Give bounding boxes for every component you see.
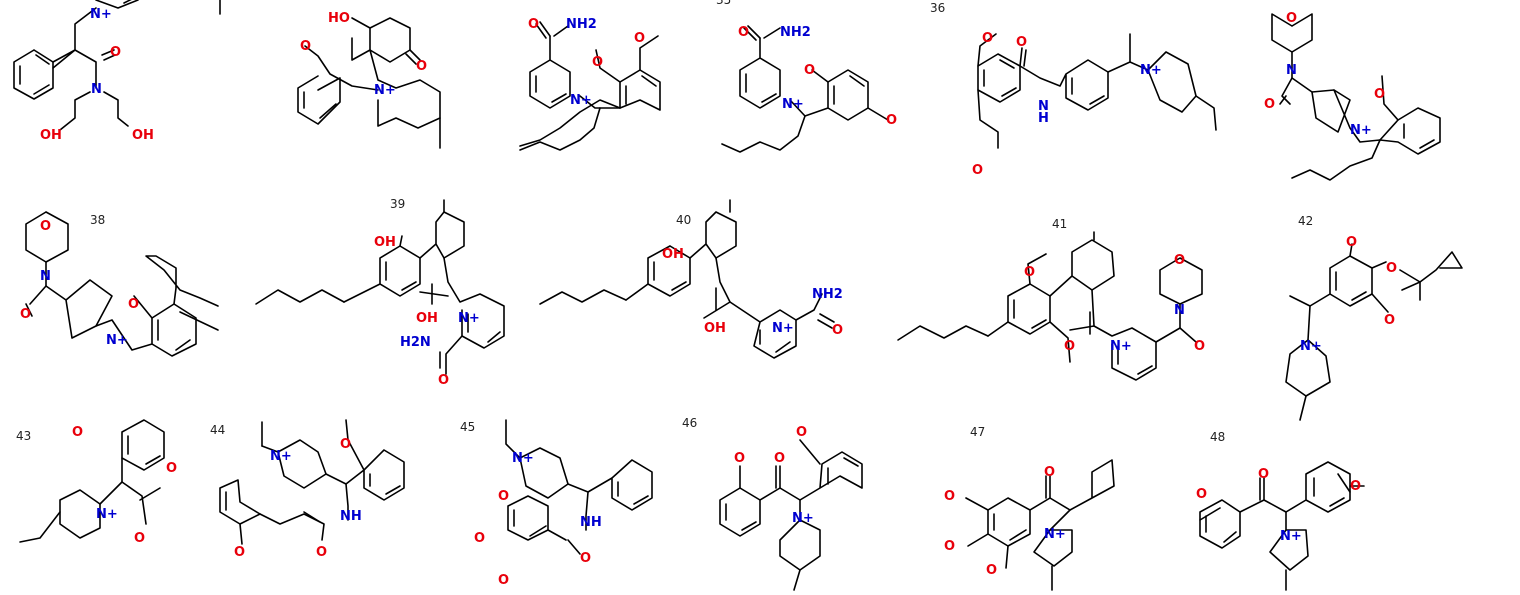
atom-label: O [774,451,785,466]
atom-label: O [316,545,327,560]
atom-label: O [944,539,955,554]
atom-label: NH [340,509,362,524]
atom-label: N [91,82,102,97]
atom-label: N+ [1280,529,1302,544]
atom-label: O [340,437,351,452]
atom-label: N+ [1140,63,1162,78]
atom-label: OH [662,247,684,262]
atom-label: N+ [782,97,804,112]
atom-label: O [1174,253,1185,268]
atom-label: H [1038,111,1049,126]
atom-label: O [592,55,603,70]
compound-index: 47 [970,425,985,439]
atom-label: O [498,489,509,504]
atom-label: O [40,219,51,234]
atom-label: N [40,269,51,284]
atom-label: N+ [106,333,128,348]
compound-index: 35 [716,0,731,7]
atom-label: O [1374,87,1385,102]
atom-label: N+ [792,511,814,526]
compound-index: 48 [1210,430,1225,444]
atom-label: NH2 [812,287,843,302]
compound-index: 46 [682,416,697,430]
atom-label: O [832,323,843,338]
atom-label: O [300,39,311,54]
atom-label: N+ [374,83,396,98]
atom-label: O [1384,313,1395,328]
atom-label: N+ [772,321,794,336]
atom-label: N+ [90,7,112,22]
atom-label: NH2 [780,25,811,40]
atom-label: NH2 [566,17,597,32]
atom-label: O [634,31,645,46]
atom-label: O [1044,465,1055,480]
compound-index: 38 [90,213,105,227]
atom-label: H2N [400,335,431,350]
atom-label: O [234,545,245,560]
compound-index: 41 [1052,217,1067,231]
atom-label: O [804,63,815,78]
atom-label: O [982,31,993,46]
compound-index: 36 [930,1,945,15]
atom-label: O [1286,11,1297,26]
atom-label: O [474,531,485,546]
atom-label: O [1194,339,1205,354]
atom-label: O [734,451,745,466]
compound-index: 43 [16,429,31,443]
atom-label: O [1346,235,1357,250]
atom-label: O [1264,97,1275,112]
atom-label: HO [328,11,350,26]
atom-label: O [580,551,591,566]
atom-label: N+ [458,311,480,326]
atom-label: O [1196,487,1207,502]
atom-label: OH [132,128,154,143]
compound-index: 44 [210,423,225,437]
compound-index: 39 [390,197,405,211]
atom-label: O [1064,339,1075,354]
atom-label: NH [580,515,602,530]
atom-label: O [110,45,121,60]
atom-label: N+ [570,93,592,108]
atom-label: O [1024,265,1035,280]
atom-label: O [438,373,449,388]
atom-label: N+ [270,449,292,464]
atom-label: O [498,573,509,588]
atom-label: N+ [96,507,118,522]
atom-label: O [1258,467,1269,482]
atom-label: O [972,163,983,178]
compound-index: 42 [1298,214,1313,228]
atom-label: O [796,425,807,440]
atom-label: O [886,113,897,128]
atom-label: O [166,461,177,476]
atom-label: O [1016,35,1027,50]
atom-label: O [72,425,83,440]
atom-label: O [416,59,427,74]
atom-label: N+ [1110,339,1132,354]
atom-label: N+ [1044,527,1066,542]
compound-index: 40 [676,213,691,227]
atom-label: O [134,531,145,546]
compound-index: 45 [460,420,475,434]
atom-label: N+ [512,451,534,466]
atom-label: N [1038,99,1049,114]
atom-label: O [986,563,997,578]
atom-label: OH [374,235,396,250]
atom-label: O [1350,479,1361,494]
atom-label: O [528,17,539,32]
atom-label: N+ [1350,123,1372,138]
atom-label: O [1386,261,1397,276]
atom-label: O [738,25,749,40]
atom-label: OH [704,321,726,336]
atom-label: O [20,307,31,322]
atom-label: OH [40,128,62,143]
atom-label: OH [416,311,438,326]
atom-label: O [944,489,955,504]
atom-label: N [1286,63,1297,78]
atom-label: N [1174,303,1185,318]
atom-label: N+ [1300,339,1322,354]
atom-label: O [128,297,139,312]
